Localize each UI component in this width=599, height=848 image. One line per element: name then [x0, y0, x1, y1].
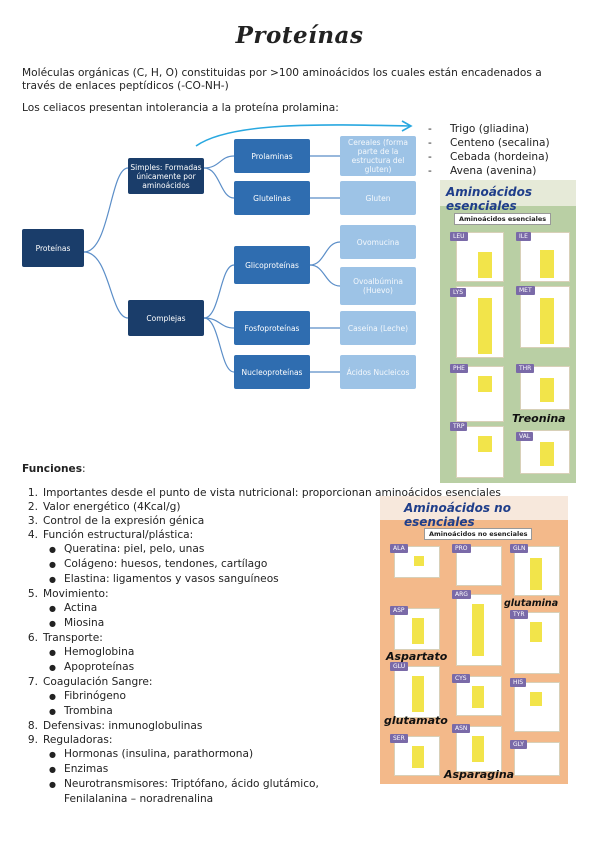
list-item: ●Queratina: piel, pelo, unas — [49, 543, 205, 555]
list-item: 1.Importantes desde el punto de vista nu… — [27, 487, 501, 499]
list-item: 8.Defensivas: inmunoglobulinas — [27, 720, 203, 732]
list-item: 7.Coagulación Sangre: — [27, 676, 153, 688]
list-item: Centeno (secalina) — [428, 136, 550, 150]
no-esenciales-chart: Aminoácidos no esenciales Aminoácidos no… — [380, 496, 568, 784]
list-item: ●Neurotransmisores: Triptófano, ácido gl… — [49, 778, 319, 790]
list-item: Cebada (hordeina) — [428, 150, 550, 164]
tree-prolaminas-desc: Cereales (forma parte de la estructura d… — [340, 136, 416, 176]
funciones-heading: Funciones: — [22, 463, 86, 475]
aa-tag: PRO — [452, 544, 471, 553]
tree-caseina: Caseína (Leche) — [340, 311, 416, 345]
aa-tag: THR — [516, 364, 535, 373]
tree-nucleoproteinas: Nucleoproteínas — [234, 355, 310, 389]
handwritten-note: glutamina — [504, 598, 559, 609]
tree-glutelinas: Glutelinas — [234, 181, 310, 215]
esenciales-title: Aminoácidos esenciales — [446, 185, 532, 213]
tree-simples: Simples: Formadas únicamente por aminoác… — [128, 158, 204, 194]
handwritten-note: glutamato — [384, 714, 448, 727]
aa-tag: GLN — [510, 544, 529, 553]
page-title: Proteínas — [235, 22, 364, 49]
list-item: ●Actina — [49, 602, 98, 614]
tree-fosfoproteinas: Fosfoproteínas — [234, 311, 310, 345]
tree-ovomucina: Ovomucina — [340, 225, 416, 259]
list-item: ●Fibrinógeno — [49, 690, 126, 702]
aa-tag: ASP — [390, 606, 408, 615]
aa-tag: VAL — [516, 432, 534, 441]
list-item: Fenilalanina – noradrenalina — [64, 793, 214, 805]
list-item: ●Hormonas (insulina, parathormona) — [49, 748, 254, 760]
aa-tag: LYS — [450, 288, 467, 297]
tree-glicoproteinas: Glicoproteínas — [234, 246, 310, 284]
aa-tag: ARG — [452, 590, 471, 599]
intro-line-1: Moléculas orgánicas (C, H, O) constituid… — [22, 67, 542, 79]
list-item: ●Colágeno: huesos, tendones, cartílago — [49, 558, 268, 570]
list-item: ●Enzimas — [49, 763, 109, 775]
list-item: Avena (avenina) — [428, 164, 550, 178]
aa-tag: PHE — [450, 364, 468, 373]
esenciales-chart: Aminoácidos esenciales Aminoácidos esenc… — [440, 180, 576, 483]
tree-prolaminas: Prolaminas — [234, 139, 310, 173]
list-item: ●Miosina — [49, 617, 105, 629]
aa-tag: MET — [516, 286, 535, 295]
list-item: ●Hemoglobina — [49, 646, 135, 658]
list-item: 6.Transporte: — [27, 632, 103, 644]
celiacos-text: Los celiacos presentan intolerancia a la… — [22, 102, 339, 114]
esenciales-subtitle: Aminoácidos esenciales — [454, 213, 552, 225]
tree-ovoalbumina: Ovoalbúmina (Huevo) — [340, 267, 416, 305]
handwritten-note: Treonina — [512, 412, 566, 425]
aa-tag: TRP — [450, 422, 468, 431]
handwritten-note: Asparagina — [444, 768, 515, 781]
tree-complejas: Complejas — [128, 300, 204, 336]
prolaminas-list: Trigo (gliadina) Centeno (secalina) Ceba… — [428, 122, 550, 178]
tree-root: Proteínas — [22, 229, 84, 267]
no-esenciales-title: Aminoácidos no esenciales — [404, 501, 511, 529]
tree-acidos-nucleicos: Ácidos Nucleicos — [340, 355, 416, 389]
aa-tag: ILE — [516, 232, 531, 241]
list-item: 2.Valor energético (4Kcal/g) — [27, 501, 181, 513]
intro-line-2: través de enlaces peptídicos (-CO-NH-) — [22, 80, 229, 92]
list-item: 3.Control de la expresión génica — [27, 515, 205, 527]
list-item: 5.Movimiento: — [27, 588, 109, 600]
aa-tag: SER — [390, 734, 408, 743]
aa-tag: ASN — [452, 724, 471, 733]
handwritten-note: Aspartato — [386, 650, 448, 663]
aa-tag: GLU — [390, 662, 409, 671]
list-item: 9.Reguladoras: — [27, 734, 113, 746]
list-item: ●Apoproteínas — [49, 661, 135, 673]
aa-tag: GLY — [510, 740, 527, 749]
list-item: ●Trombina — [49, 705, 113, 717]
list-item: 4.Función estructural/plástica: — [27, 529, 194, 541]
aa-tag: CYS — [452, 674, 470, 683]
list-item: Trigo (gliadina) — [428, 122, 550, 136]
aa-tag: ALA — [390, 544, 408, 553]
tree-glutelinas-desc: Gluten — [340, 181, 416, 215]
aa-tag: TYR — [510, 610, 528, 619]
aa-tag: LEU — [450, 232, 468, 241]
funciones-list: 1.Importantes desde el punto de vista nu… — [4, 486, 564, 806]
list-item: ●Elastina: ligamentos y vasos sanguíneos — [49, 573, 279, 585]
aa-tag: HIS — [510, 678, 527, 687]
no-esenciales-subtitle: Aminoácidos no esenciales — [424, 528, 533, 540]
